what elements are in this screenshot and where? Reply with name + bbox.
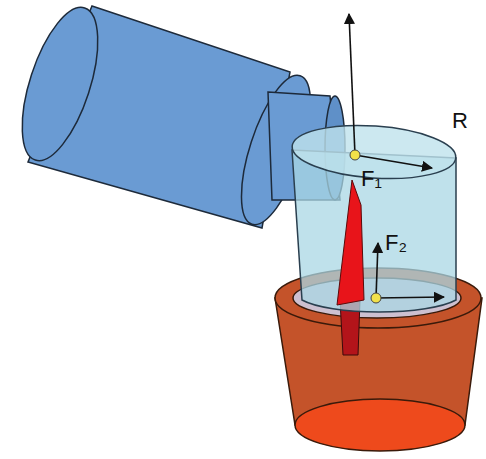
blade (337, 180, 364, 305)
tool-cylinder (290, 120, 457, 312)
frame-f1 (349, 14, 432, 168)
frame-label: F₂ (385, 232, 407, 254)
frame-origin (350, 150, 360, 160)
frame-label: F₁ (361, 168, 382, 190)
part-label: R (452, 110, 468, 132)
frame-origin (371, 293, 381, 303)
